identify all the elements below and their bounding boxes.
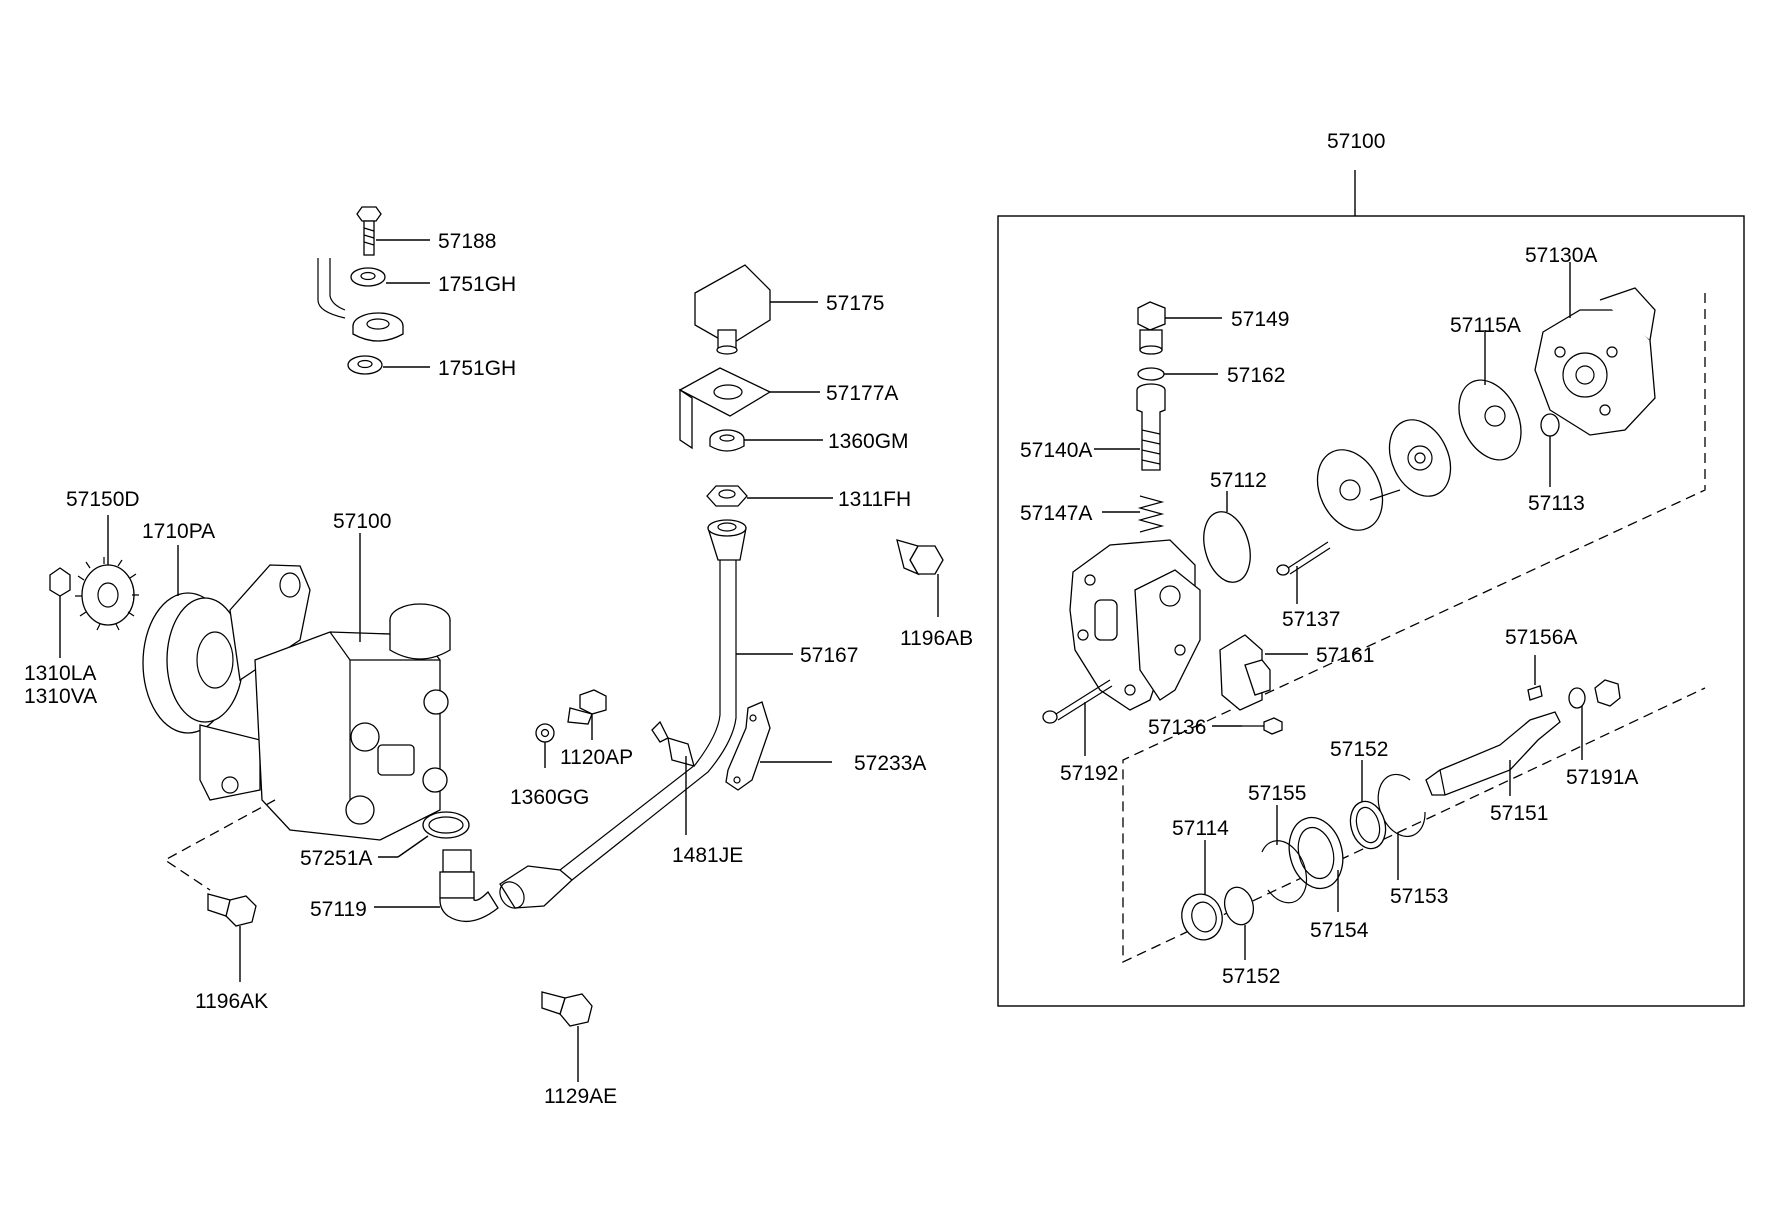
spacer-57152-lower (1223, 886, 1255, 960)
nut-1310LA (49, 567, 71, 658)
hose-fitting-57119-end (499, 865, 573, 909)
rotor-assembly (1316, 419, 1452, 531)
label-1310LA: 1310LA (24, 662, 96, 685)
label-57151: 57151 (1490, 802, 1548, 825)
plug-57149 (1137, 301, 1222, 355)
label-57162: 57162 (1227, 364, 1285, 387)
washer-1751GH-upper (350, 267, 430, 287)
washer-1360GM (709, 429, 823, 452)
label-57115A: 57115A (1450, 314, 1521, 337)
connector-57161 (1219, 634, 1308, 711)
bolt-1120AP (567, 689, 607, 740)
seal-57114 (1181, 840, 1223, 941)
oring-57251A (378, 811, 470, 858)
label-57114: 57114 (1172, 817, 1229, 840)
label-1481JE: 1481JE (672, 844, 743, 867)
seal-57112 (1203, 491, 1251, 583)
washer-57191A (1568, 679, 1621, 760)
spring-57147A (1102, 495, 1165, 533)
label-1360GM: 1360GM (828, 430, 909, 453)
label-57154: 57154 (1310, 919, 1369, 942)
pump-housing (1069, 539, 1201, 711)
label-57177A: 57177A (826, 382, 898, 405)
bolt-1129AE (541, 991, 593, 1082)
bearing-57154 (1288, 816, 1344, 912)
label-57149: 57149 (1231, 308, 1289, 331)
label-57251A: 57251A (300, 847, 372, 870)
oring-57113 (1540, 413, 1560, 487)
label-57233A: 57233A (854, 752, 926, 775)
label-57161: 57161 (1316, 644, 1374, 667)
valve-57140A (1094, 383, 1166, 471)
washer-1751GH-mid (317, 258, 404, 342)
label-57137: 57137 (1282, 608, 1340, 631)
label-57147A: 57147A (1020, 502, 1092, 525)
shaft-57151 (1425, 711, 1561, 796)
gear-57150D (75, 515, 139, 631)
label-57136: 57136 (1148, 716, 1206, 739)
label-57153: 57153 (1390, 885, 1448, 908)
label-1311FH: 1311FH (838, 488, 911, 511)
label-1196AK: 1196AK (195, 990, 268, 1013)
label-57191A: 57191A (1566, 766, 1638, 789)
label-1196AB: 1196AB (900, 627, 973, 650)
label-57100-top: 57100 (1327, 130, 1385, 153)
nut-1311FH (706, 485, 833, 507)
screw-57136 (1212, 717, 1283, 735)
label-57130A: 57130A (1525, 244, 1597, 267)
screw-57137 (1276, 541, 1331, 604)
label-57112: 57112 (1210, 469, 1267, 492)
cap-57175 (694, 264, 818, 355)
label-1129AE: 1129AE (544, 1085, 617, 1108)
label-57140A: 57140A (1020, 439, 1092, 462)
label-57192: 57192 (1060, 762, 1118, 785)
spacer-57152-upper (1349, 760, 1387, 850)
washer-1751GH-lower (347, 355, 430, 375)
label-57150D: 57150D (66, 488, 140, 511)
label-57188: 57188 (438, 230, 496, 253)
label-57152-upper: 57152 (1330, 738, 1388, 761)
label-1710PA: 1710PA (142, 520, 215, 543)
bolt-57188 (356, 206, 430, 256)
label-1120AP: 1120AP (560, 746, 633, 769)
elbow-57119 (374, 849, 499, 923)
label-1751GH-upper: 1751GH (438, 273, 516, 296)
label-57156A: 57156A (1505, 626, 1577, 649)
label-57175: 57175 (826, 292, 884, 315)
plate-57115A (1458, 330, 1522, 461)
bolt-1196AK (207, 893, 257, 982)
cover-57130A (1534, 262, 1656, 436)
label-1310VA: 1310VA (24, 685, 97, 708)
snap-ring-57155 (1261, 805, 1308, 904)
key-57156A (1527, 655, 1543, 701)
label-57113: 57113 (1528, 492, 1585, 515)
oring-57162 (1137, 367, 1218, 381)
label-57100-left: 57100 (333, 510, 391, 533)
label-1360GG: 1360GG (510, 786, 589, 809)
washer-1360GG (535, 723, 555, 768)
dashed-link-1196AK (163, 799, 276, 891)
bolt-57192 (1042, 679, 1113, 756)
label-57119: 57119 (310, 898, 367, 921)
label-57152-lower: 57152 (1222, 965, 1280, 988)
hose-57167 (559, 519, 793, 881)
bracket-57233A (725, 701, 832, 791)
label-57155: 57155 (1248, 782, 1306, 805)
callout-labels: 57100 57188 1751GH 1751GH 57175 57177A 1… (24, 130, 1638, 1108)
bracket-57177A (678, 367, 820, 450)
label-57167: 57167 (800, 644, 858, 667)
clamp-1481JE (651, 720, 695, 835)
label-1751GH-lower: 1751GH (438, 357, 516, 380)
bolt-1196AB (896, 539, 944, 617)
pump-assembly-57100 (142, 533, 451, 841)
